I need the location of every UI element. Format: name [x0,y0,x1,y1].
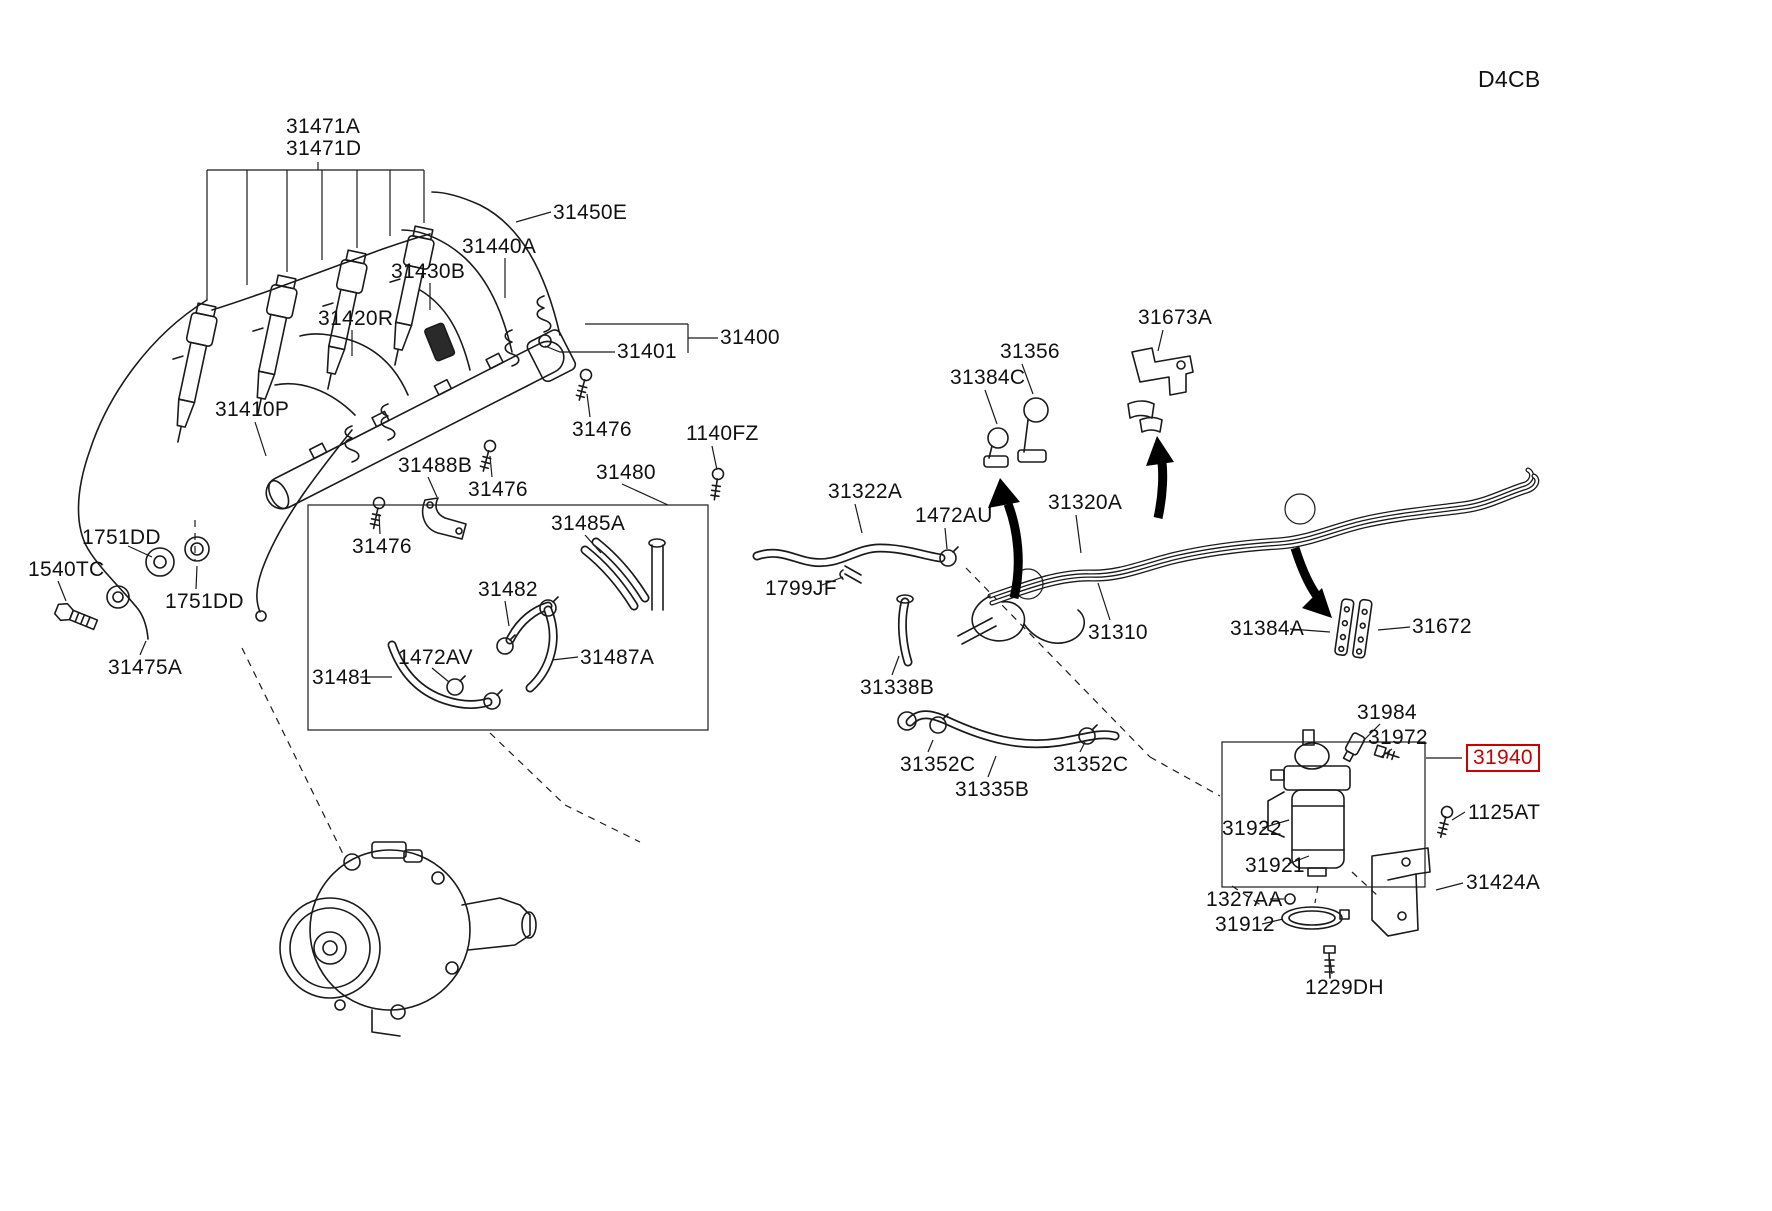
part-label-31471A[interactable]: 31471A [286,115,361,138]
part-label-31335B[interactable]: 31335B [955,778,1030,801]
clamp-31356 [1017,397,1049,463]
common-rail [265,295,577,510]
part-label-31450E[interactable]: 31450E [553,201,628,224]
hose-box-31480 [307,504,709,731]
part-label-1540TC[interactable]: 1540TC [28,558,105,581]
part-label-1799JF[interactable]: 1799JF [765,577,837,600]
hose-31335B [897,710,1120,749]
direction-arrows [988,436,1332,618]
part-label-31410P[interactable]: 31410P [215,398,290,421]
bolt-31972 [1373,744,1400,761]
part-label-1327AA[interactable]: 1327AA [1206,888,1283,911]
part-label-31984[interactable]: 31984 [1357,701,1417,724]
part-label-1472AV[interactable]: 1472AV [398,646,473,669]
engine-code-label: D4CB [1478,66,1541,92]
bolt-1125AT [1434,804,1455,840]
part-label-31481[interactable]: 31481 [312,666,372,689]
bolt-1327AA [1284,893,1296,905]
part-label-31972[interactable]: 31972 [1368,726,1428,749]
part-label-31310[interactable]: 31310 [1088,621,1148,644]
bolt-1540TC [53,602,99,631]
part-label-31673A[interactable]: 31673A [1138,306,1213,329]
part-label-31356[interactable]: 31356 [1000,340,1060,363]
part-label-31476-3[interactable]: 31476 [352,535,412,558]
part-label-31440A[interactable]: 31440A [462,235,537,258]
part-label-31424A[interactable]: 31424A [1466,871,1541,894]
part-label-31400[interactable]: 31400 [720,326,780,349]
part-label-31476-2[interactable]: 31476 [468,478,528,501]
part-label-1140FZ[interactable]: 1140FZ [686,422,759,445]
part-label-1229DH[interactable]: 1229DH [1305,976,1384,999]
damper-31672 [1334,598,1373,659]
washers-1751DD [106,536,210,609]
fuel-filter-assembly [1221,729,1426,888]
hose-31338B [896,594,914,667]
high-pressure-pipes [255,191,561,622]
bolt-1229DH [1323,945,1336,979]
part-label-31471D[interactable]: 31471D [286,137,362,160]
part-label-31420R[interactable]: 31420R [318,307,394,330]
part-label-1125AT[interactable]: 1125AT [1468,801,1541,824]
fuel-filter [1267,729,1351,877]
leader-lines [57,162,1466,975]
part-label-31476-1[interactable]: 31476 [572,418,632,441]
part-label-31912[interactable]: 31912 [1215,913,1275,936]
part-label-1472AU[interactable]: 1472AU [915,504,993,527]
part-label-31672[interactable]: 31672 [1412,615,1472,638]
bracket-31424A [1371,847,1431,937]
sensor-31984 [1342,732,1366,763]
part-label-31338B[interactable]: 31338B [860,676,935,699]
part-label-31401[interactable]: 31401 [617,340,677,363]
bracket-31673A [1127,347,1194,433]
part-label-31475A[interactable]: 31475A [108,656,183,679]
part-label-1751DD-1[interactable]: 1751DD [82,526,161,549]
band-clamp-31912 [1281,893,1350,979]
part-label-31485A[interactable]: 31485A [551,512,626,535]
high-pressure-pump [279,841,537,1037]
part-label-31430B[interactable]: 31430B [391,260,466,283]
part-label-31322A[interactable]: 31322A [828,480,903,503]
part-label-31922[interactable]: 31922 [1222,817,1282,840]
part-label-31320A[interactable]: 31320A [1048,491,1123,514]
part-label-1751DD-2[interactable]: 1751DD [165,590,244,613]
part-label-31940-highlighted[interactable]: 31940 [1466,744,1540,772]
part-label-31352C-2[interactable]: 31352C [1053,753,1129,776]
part-label-31384A[interactable]: 31384A [1230,617,1305,640]
part-label-31482[interactable]: 31482 [478,578,538,601]
clamp-31384C [983,427,1009,468]
part-label-31352C-1[interactable]: 31352C [900,753,976,776]
part-label-31921[interactable]: 31921 [1245,854,1305,877]
rail-bracket-31488B [421,497,467,540]
part-label-31384C[interactable]: 31384C [950,366,1026,389]
injector-assembly [77,222,438,640]
left-hardware [53,536,210,631]
part-label-31488B[interactable]: 31488B [398,454,473,477]
fuel-lines [957,467,1540,645]
part-label-31487A[interactable]: 31487A [580,646,655,669]
hose-31322A [752,543,959,584]
part-label-31480[interactable]: 31480 [596,461,656,484]
